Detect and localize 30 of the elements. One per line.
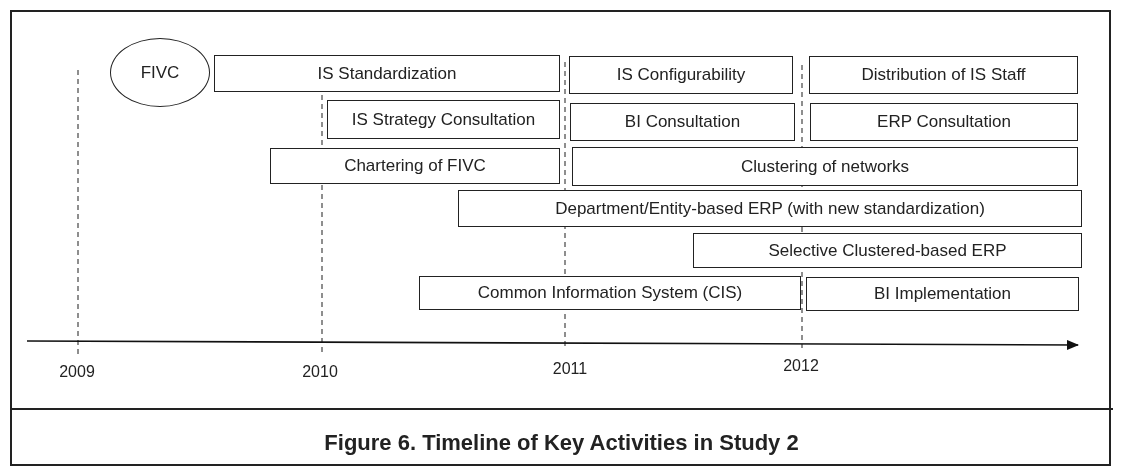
- activity-bar: [419, 276, 801, 310]
- activity-label: Common Information System (CIS): [477, 283, 743, 303]
- activity-label: Distribution of IS Staff: [861, 65, 1026, 85]
- activity-label: Clustering of networks: [740, 156, 910, 177]
- activity-bar: [569, 56, 793, 94]
- figure-caption: Figure 6. Timeline of Key Activities in Study 2: [323, 430, 800, 456]
- year-label: 2012: [783, 357, 819, 375]
- activity-label: IS Standardization: [317, 63, 457, 84]
- activity-bar: [570, 103, 795, 141]
- activity-label: Chartering of FIVC: [344, 156, 486, 176]
- activity-label: BI Implementation: [874, 284, 1011, 304]
- year-label: 2009: [59, 363, 95, 381]
- activity-label: Department/Entity-based ERP (with new standardization): [555, 198, 985, 219]
- activity-bar: [810, 103, 1078, 141]
- activity-bar: [693, 233, 1082, 268]
- activity-bar: [809, 56, 1078, 94]
- activity-label: IS Configurability: [616, 65, 746, 85]
- year-label: 2010: [302, 363, 338, 381]
- activity-label: ERP Consultation: [877, 112, 1011, 132]
- activity-bar: [572, 147, 1078, 186]
- activity-label: FIVC: [140, 62, 180, 83]
- activity-bar: [270, 148, 560, 184]
- activity-label: Selective Clustered-based ERP: [768, 240, 1007, 261]
- activity-bar: [458, 190, 1082, 227]
- activity-bar: [806, 277, 1079, 311]
- activity-bar: [327, 100, 560, 139]
- activity-label: BI Consultation: [624, 112, 741, 132]
- activity-label: IS Strategy Consultation: [351, 109, 536, 130]
- year-label: 2011: [552, 360, 588, 378]
- activity-bar: [214, 55, 560, 92]
